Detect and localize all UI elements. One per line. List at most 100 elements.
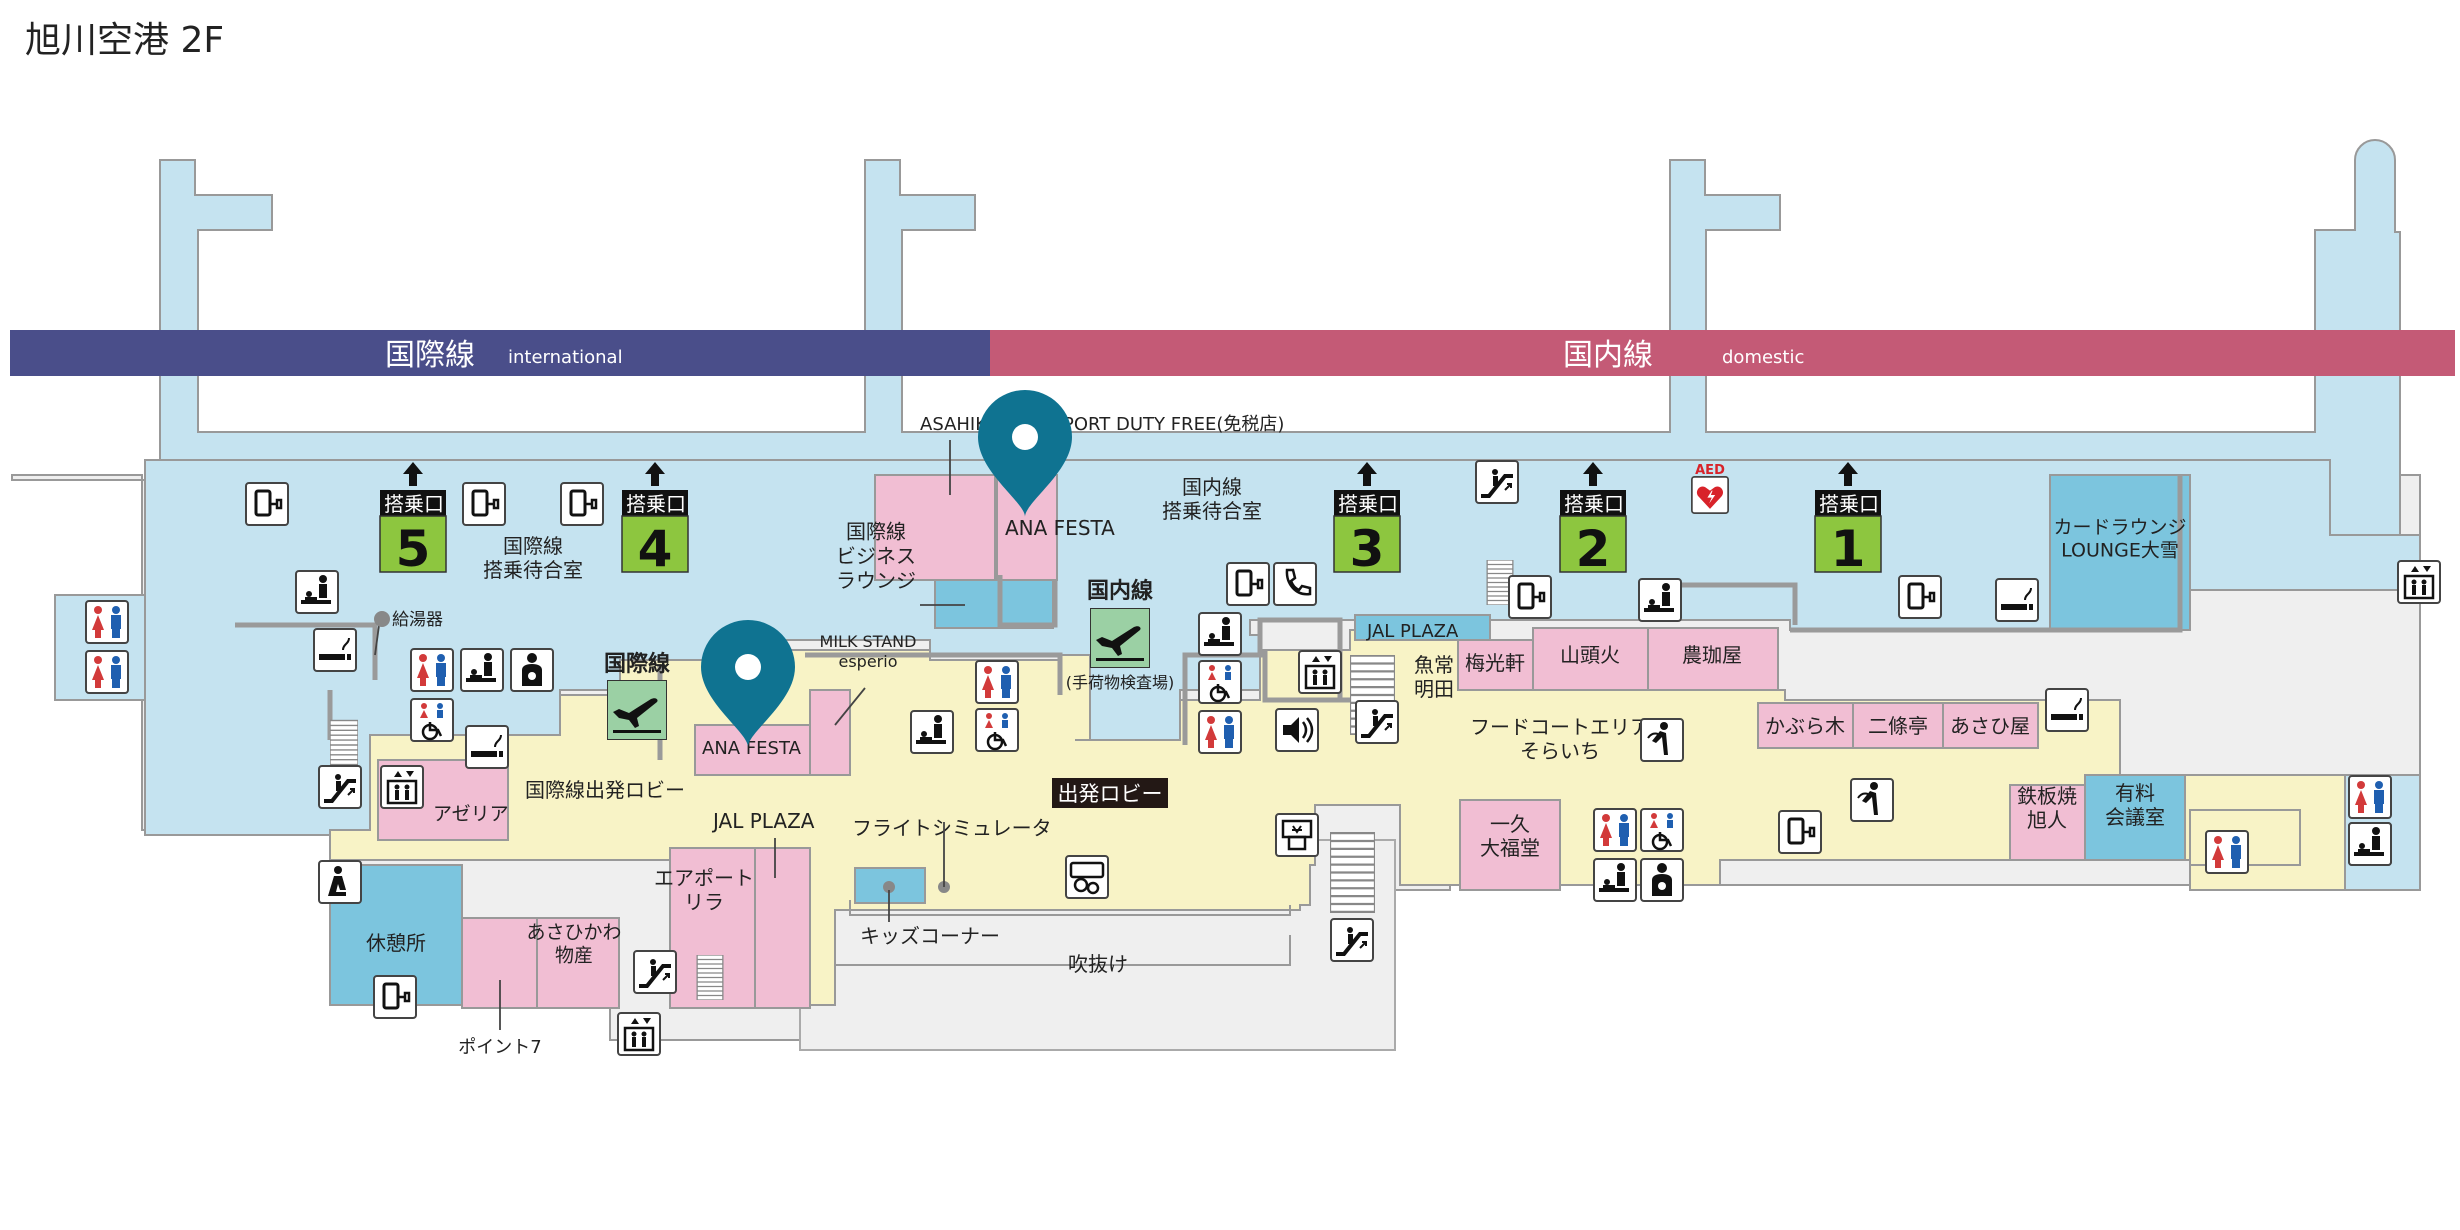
nursing-room-icon[interactable] (510, 648, 554, 692)
atm-icon[interactable] (1275, 813, 1319, 857)
domestic-band-label: 国内線 (1563, 338, 1653, 373)
restroom-icon[interactable] (85, 650, 129, 694)
baby-care-icon[interactable] (460, 648, 504, 692)
nursing-room-icon[interactable] (1640, 858, 1684, 902)
gate-number: 5 (396, 520, 431, 578)
gate-2[interactable]: 搭乗口 2 (1559, 462, 1627, 578)
noukoya-label: 農珈屋 (1682, 643, 1742, 667)
audio-guide-icon[interactable] (1275, 708, 1319, 752)
aed-text: AED (1695, 463, 1725, 478)
accessible-restroom-icon[interactable] (1640, 808, 1684, 852)
drinking-fountain-icon[interactable] (1850, 778, 1894, 822)
charging-icon[interactable] (1226, 562, 1270, 606)
prayer-room-icon[interactable] (318, 860, 362, 904)
asahiya-label: あさひ屋 (1950, 714, 2030, 738)
gate-5[interactable]: 搭乗口 5 (379, 462, 447, 578)
accessible-restroom-icon[interactable] (1198, 660, 1242, 704)
restroom-icon[interactable] (2205, 830, 2249, 874)
charging-icon[interactable] (1778, 810, 1822, 854)
jal-plaza-lobby-label: JAL PLAZA (711, 809, 815, 833)
dom-departure-plane-icon (1090, 608, 1150, 668)
accessible-restroom-icon[interactable] (410, 698, 454, 742)
boarding-piers (159, 139, 2401, 561)
escalator-icon[interactable] (633, 950, 677, 994)
gate-4[interactable]: 搭乗口 4 (621, 462, 689, 578)
gate-3[interactable]: 搭乗口 3 (1333, 462, 1401, 578)
baby-care-icon[interactable] (1198, 612, 1242, 656)
restroom-icon[interactable] (2348, 775, 2392, 819)
uojo-myoden-label: 魚常明田 (1414, 653, 1454, 701)
up-arrow-icon (645, 462, 665, 486)
baby-care-icon[interactable] (1638, 578, 1682, 622)
up-arrow-icon (403, 462, 423, 486)
restroom-icon[interactable] (85, 600, 129, 644)
restroom-icon[interactable] (975, 660, 1019, 704)
gate-number: 3 (1350, 520, 1385, 578)
hot-water-label: 給湯器 (392, 610, 443, 630)
airport-lila-label: エアポートリラ (654, 866, 754, 914)
international-band-label: 国際線 (385, 338, 475, 373)
aed-station[interactable]: AED (1690, 463, 1730, 514)
nijoutei-label: 二條亭 (1868, 714, 1928, 738)
charging-icon[interactable] (245, 482, 289, 526)
up-arrow-icon (1838, 462, 1858, 486)
intl-business-lounge: 国際線ビジネスラウンジ (836, 520, 916, 593)
intl-checkin-label: 国際線 (604, 651, 670, 677)
intl-departure-lobby: 国際線出発ロビー (525, 778, 685, 802)
smoking-room-icon[interactable] (465, 725, 509, 769)
baby-care-icon[interactable] (1593, 858, 1637, 902)
charging-icon[interactable] (560, 482, 604, 526)
elevator-icon[interactable] (2397, 560, 2441, 604)
elevator-icon[interactable] (617, 1012, 661, 1056)
ikkyu-label: 一久大福堂 (1480, 812, 1540, 860)
accessible-restroom-icon[interactable] (975, 708, 1019, 752)
baby-care-icon[interactable] (295, 570, 339, 614)
restroom-icon[interactable] (1198, 710, 1242, 754)
teppanyaki-label: 鉄板焼旭人 (2017, 784, 2077, 832)
charging-icon[interactable] (1508, 575, 1552, 619)
smoking-room-icon[interactable] (313, 628, 357, 672)
phone-icon[interactable] (1273, 562, 1317, 606)
departure-lobby-label: 出発ロビー (1058, 782, 1163, 806)
charging-icon[interactable] (373, 975, 417, 1019)
azalea-label: アゼリア (433, 803, 509, 825)
baby-care-icon[interactable] (910, 710, 954, 754)
gate-1[interactable]: 搭乗口 1 (1814, 462, 1882, 578)
santouka-label: 山頭火 (1560, 643, 1620, 667)
escalator-icon[interactable] (1355, 700, 1399, 744)
drinking-fountain-icon[interactable] (1640, 718, 1684, 762)
page-title: 旭川空港 2F (25, 20, 224, 61)
asahikawa-bussan-label: あさひかわ物産 (526, 921, 621, 966)
elevator-icon[interactable] (380, 765, 424, 809)
gate-number: 4 (638, 520, 673, 578)
escalator-icon[interactable] (318, 765, 362, 809)
dom-baggage-label: (手荷物検査場) (1066, 673, 1175, 692)
restroom-icon[interactable] (1593, 808, 1637, 852)
duty-free-label: ASAHIKAWA AIRPORT DUTY FREE(免税店) (920, 414, 1284, 435)
baby-care-icon[interactable] (2348, 822, 2392, 866)
dom-waiting-room: 国内線搭乗待合室 (1162, 475, 1262, 523)
departure-lobby-badge: 出発ロビー (1052, 778, 1168, 808)
atrium-label: 吹抜け (1068, 952, 1128, 976)
smoking-room-icon[interactable] (2045, 688, 2089, 732)
location-pin-ana-festa-gate[interactable] (978, 390, 1072, 517)
charging-icon[interactable] (462, 482, 506, 526)
shop-labels: ASAHIKAWA AIRPORT DUTY FREE(免税店) ANA FES… (433, 414, 2077, 967)
escalator-icon[interactable] (1330, 918, 1374, 962)
international-band-en: international (508, 347, 623, 368)
domestic-band-en: domestic (1722, 347, 1804, 368)
gate-number: 2 (1576, 520, 1611, 578)
elevator-icon[interactable] (1298, 650, 1342, 694)
dom-checkin-label: 国内線 (1087, 578, 1153, 604)
kaburagi-label: かぶら木 (1765, 714, 1845, 738)
hot-water-marker (374, 611, 390, 627)
location-pin-ana-festa-lobby[interactable] (701, 620, 795, 747)
rest-area-label: 休憩所 (366, 931, 426, 955)
smoking-room-icon[interactable] (1995, 578, 2039, 622)
restroom-icon[interactable] (410, 648, 454, 692)
charging-icon[interactable] (1898, 575, 1942, 619)
currency-exchange-icon[interactable] (1065, 855, 1109, 899)
escalator-icon[interactable] (1475, 460, 1519, 504)
